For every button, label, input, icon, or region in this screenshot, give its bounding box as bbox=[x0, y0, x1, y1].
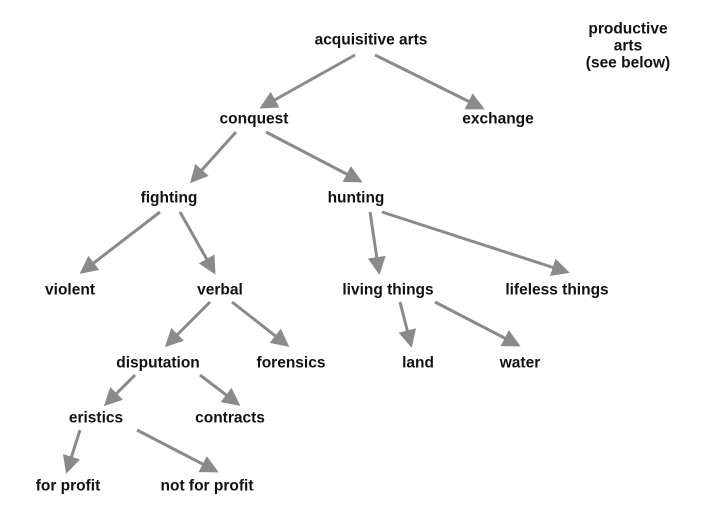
arrow-conquest-to-hunting bbox=[265, 130, 363, 183]
arrow-acquisitive-arts-to-exchange bbox=[374, 53, 485, 110]
arrow-disputation-to-eristics bbox=[103, 373, 137, 407]
node-not-for-profit: not for profit bbox=[160, 477, 254, 495]
arrow-disputation-to-contracts bbox=[199, 373, 241, 406]
node-living-things: living things bbox=[342, 281, 434, 299]
node-contracts: contracts bbox=[195, 409, 265, 427]
note-productive-arts: productive arts (see below) bbox=[580, 21, 677, 72]
arrow-hunting-to-living-things bbox=[367, 211, 386, 275]
node-water: water bbox=[499, 354, 541, 372]
node-acquisitive-arts: acquisitive arts bbox=[314, 31, 428, 49]
arrow-verbal-to-forensics bbox=[231, 300, 290, 347]
arrow-fighting-to-violent bbox=[79, 210, 161, 274]
arrow-conquest-to-fighting bbox=[189, 130, 238, 184]
arrow-acquisitive-arts-to-conquest bbox=[259, 53, 356, 109]
note-line-1: productive arts bbox=[588, 20, 668, 55]
node-lifeless-things: lifeless things bbox=[505, 281, 609, 299]
arrow-verbal-to-disputation bbox=[164, 300, 212, 348]
arrow-fighting-to-verbal bbox=[178, 211, 216, 275]
node-exchange: exchange bbox=[462, 110, 534, 128]
arrow-living-things-to-land bbox=[398, 301, 417, 348]
node-fighting: fighting bbox=[140, 189, 198, 207]
arrow-hunting-to-lifeless-things bbox=[381, 210, 570, 276]
node-conquest: conquest bbox=[219, 110, 289, 128]
note-line-2: (see below) bbox=[585, 54, 671, 72]
node-disputation: disputation bbox=[116, 354, 200, 372]
arrow-living-things-to-water bbox=[434, 300, 521, 347]
arrow-eristics-to-not-for-profit bbox=[136, 428, 219, 473]
node-for-profit: for profit bbox=[35, 477, 101, 495]
node-hunting: hunting bbox=[327, 189, 385, 207]
arrow-eristics-to-for-profit bbox=[62, 429, 82, 474]
node-verbal: verbal bbox=[197, 281, 243, 299]
node-eristics: eristics bbox=[68, 409, 124, 427]
node-land: land bbox=[402, 354, 434, 372]
node-forensics: forensics bbox=[256, 354, 326, 372]
node-violent: violent bbox=[45, 281, 95, 299]
